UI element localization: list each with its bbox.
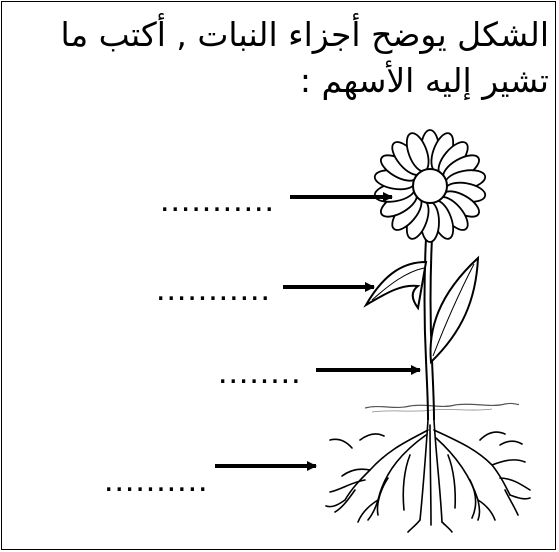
answer-blank-stem[interactable]: ........ bbox=[218, 362, 302, 382]
plant-leaf-right bbox=[431, 258, 478, 362]
answer-blank-flower[interactable]: ........... bbox=[160, 190, 275, 210]
ground-line bbox=[365, 403, 518, 408]
plant-leaf-left bbox=[366, 262, 426, 308]
answer-blank-root[interactable]: .......... bbox=[104, 470, 208, 490]
flower-center bbox=[413, 169, 447, 203]
answer-blank-leaf[interactable]: ........... bbox=[156, 279, 271, 299]
plant-roots bbox=[326, 420, 530, 532]
plant-flower bbox=[373, 130, 486, 242]
